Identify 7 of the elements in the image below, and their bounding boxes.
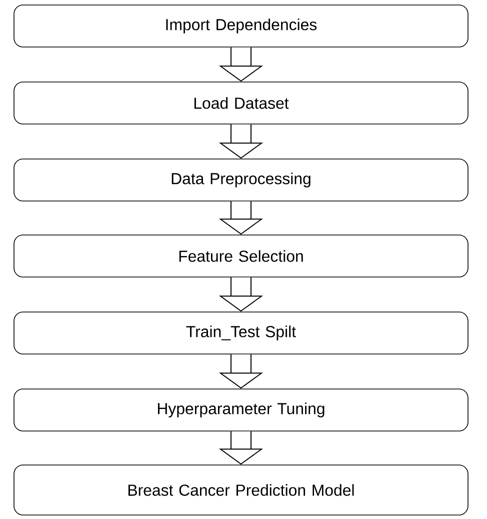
process-box: Load Dataset xyxy=(14,82,468,124)
process-box: Feature Selection xyxy=(14,234,468,278)
process-box: Hyperparameter Tuning xyxy=(14,388,468,432)
process-box: Data Preprocessing xyxy=(14,158,468,202)
process-box: Import Dependencies xyxy=(14,4,468,48)
process-box: Train_Test Spilt xyxy=(14,312,468,354)
process-box: Breast Cancer Prediction Model xyxy=(14,464,468,516)
